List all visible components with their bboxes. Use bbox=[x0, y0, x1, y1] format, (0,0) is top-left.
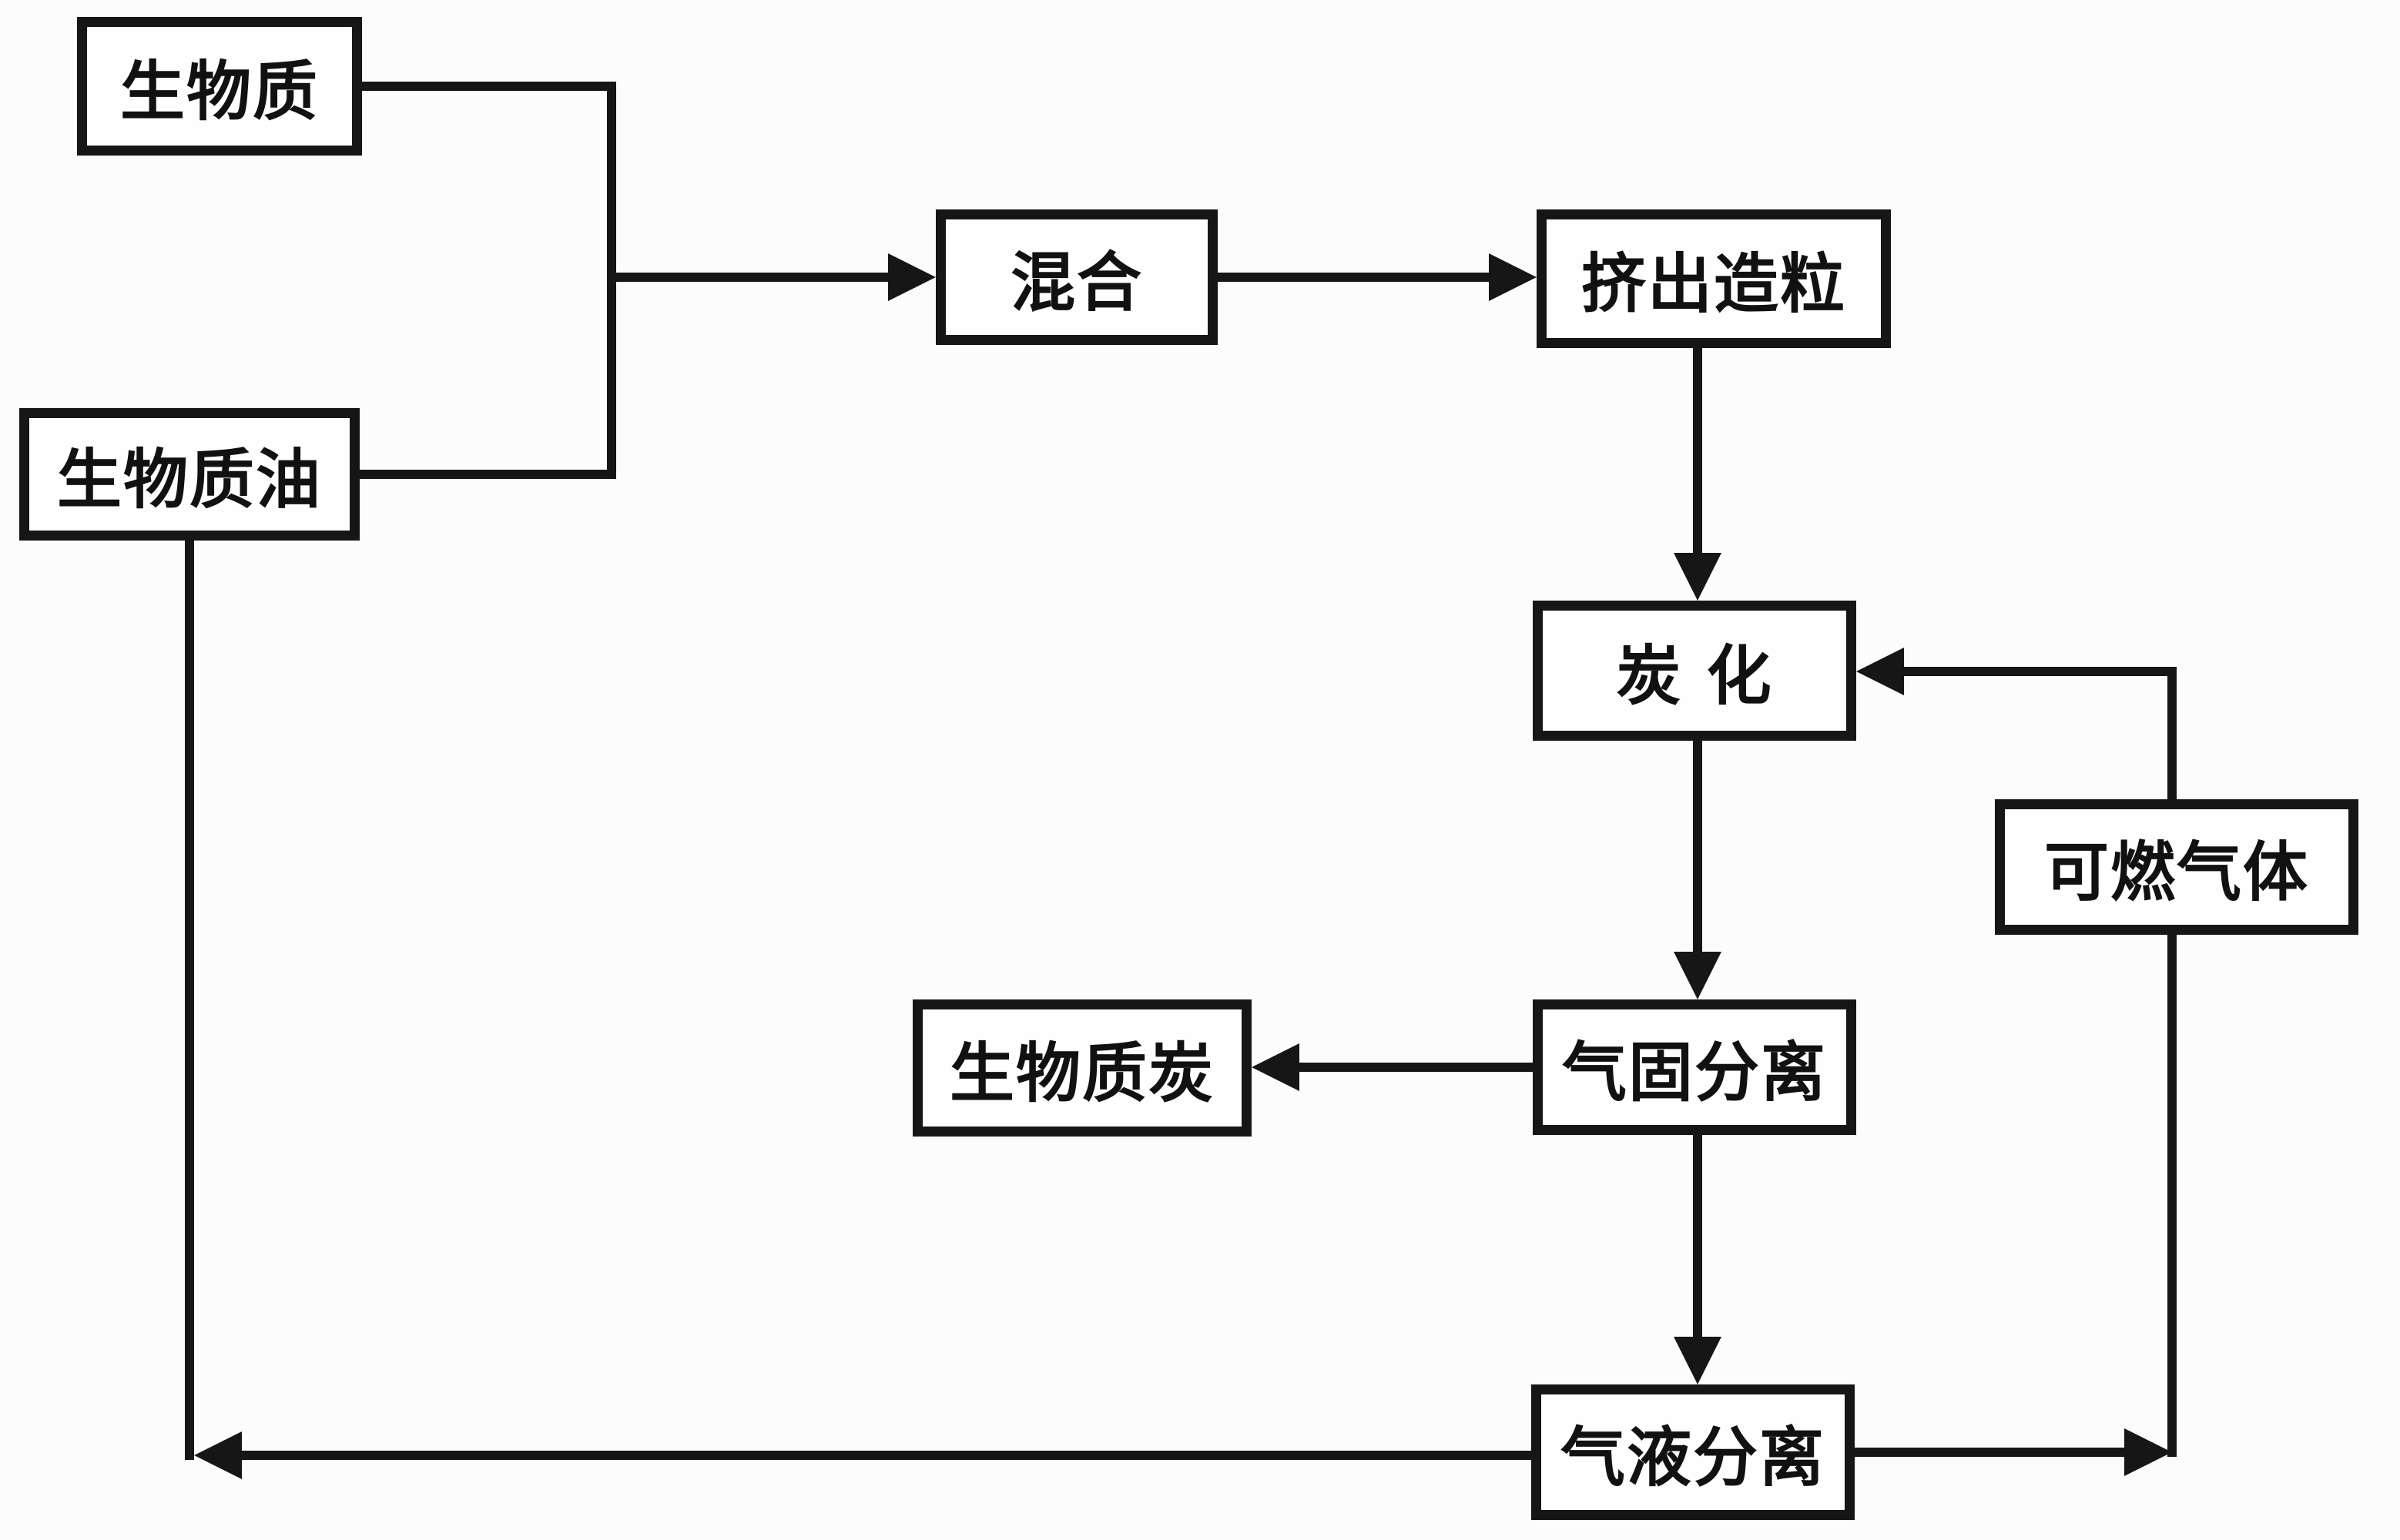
edge-gas-liquid-to-biomass-oil bbox=[242, 1451, 1531, 1460]
edge-mixing-to-extrusion bbox=[1218, 273, 1489, 282]
edge-combustible-gas-to-carbonization bbox=[1904, 667, 2177, 676]
node-biomass: 生物质 bbox=[77, 17, 362, 156]
arrowhead-into-biomass-char bbox=[1252, 1043, 1299, 1091]
edge-combustible-gas-vertical-lower bbox=[2167, 935, 2177, 1457]
edge-biomass-oil-recycle-vertical bbox=[185, 541, 194, 1460]
edge-extrusion-to-carbonization bbox=[1693, 348, 1702, 553]
node-biomass-char: 生物质炭 bbox=[913, 999, 1252, 1137]
arrowhead-into-carbonization-right bbox=[1856, 648, 1904, 695]
edge-gas-solid-to-gas-liquid bbox=[1693, 1135, 1702, 1337]
node-mixing: 混合 bbox=[936, 209, 1218, 345]
node-combustible-gas: 可燃气体 bbox=[1995, 799, 2358, 935]
node-carbonization: 炭 化 bbox=[1533, 601, 1856, 741]
edge-combustible-gas-vertical-upper bbox=[2167, 667, 2177, 799]
edge-gas-liquid-to-combustible-gas bbox=[1855, 1448, 2124, 1457]
arrowhead-into-gas-solid bbox=[1674, 952, 1721, 999]
edge-biomass-to-junction bbox=[360, 82, 616, 91]
edge-gas-solid-to-biomass-char bbox=[1299, 1063, 1533, 1072]
arrowhead-into-mixing bbox=[888, 253, 936, 301]
node-gas-liquid-separation: 气液分离 bbox=[1531, 1384, 1855, 1520]
arrowhead-into-biomass-oil-recycle bbox=[194, 1431, 242, 1479]
edge-carbonization-to-gas-solid bbox=[1693, 741, 1702, 952]
arrowhead-into-carbonization-top bbox=[1674, 553, 1721, 601]
edge-biomass-oil-to-junction bbox=[358, 470, 616, 479]
node-extrusion-granulation: 挤出造粒 bbox=[1537, 209, 1891, 348]
arrowhead-into-combustible-gas-line bbox=[2124, 1428, 2172, 1476]
node-biomass-oil: 生物质油 bbox=[19, 408, 360, 541]
arrowhead-into-gas-liquid bbox=[1674, 1337, 1721, 1384]
edge-junction-to-mixing bbox=[607, 273, 888, 282]
node-gas-solid-separation: 气固分离 bbox=[1533, 999, 1856, 1135]
arrowhead-into-extrusion bbox=[1489, 253, 1537, 301]
